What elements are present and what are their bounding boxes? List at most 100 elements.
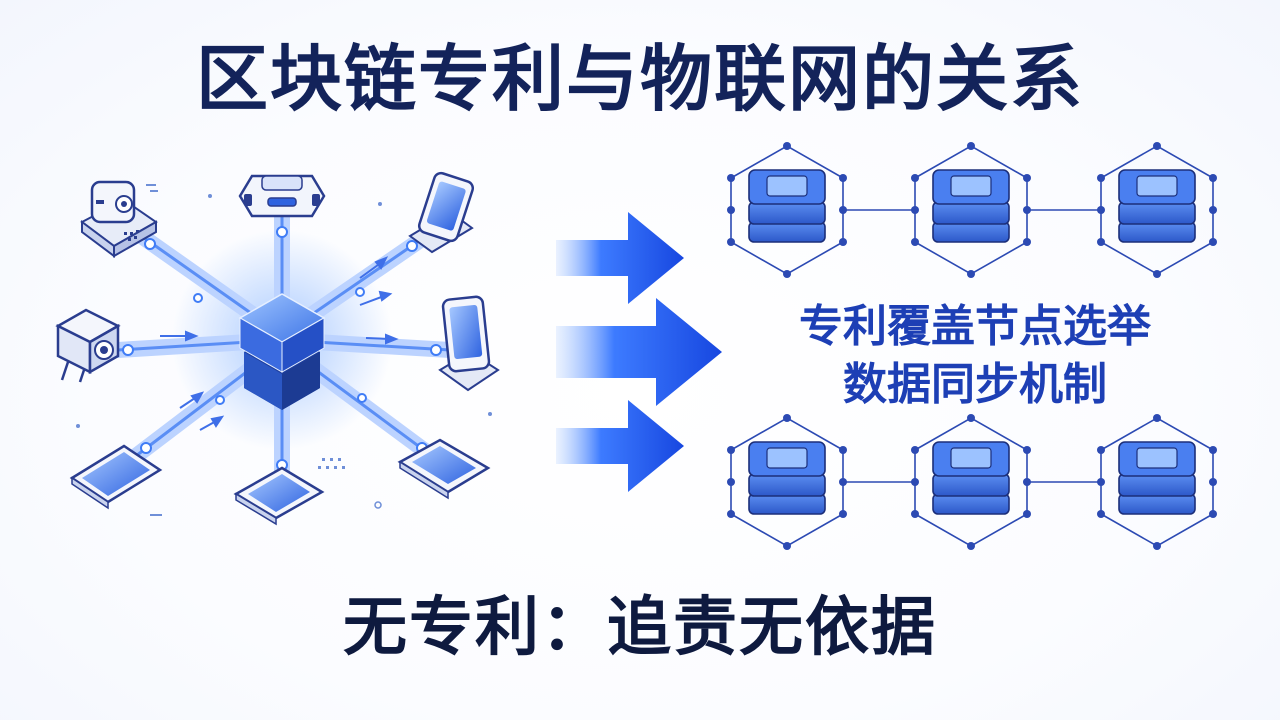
node-mechanism-label: 专利覆盖节点选举 数据同步机制 xyxy=(735,298,1215,414)
hex-vertex xyxy=(967,270,975,278)
vent xyxy=(134,236,137,239)
server-layer xyxy=(748,473,826,497)
server-stack-node-icon xyxy=(911,414,1031,550)
server-layer xyxy=(748,201,826,225)
camera-icon xyxy=(80,180,158,258)
hex-vertex xyxy=(1097,446,1105,454)
decor-dot xyxy=(322,458,325,461)
hex-vertex xyxy=(1209,238,1217,246)
hex-vertex xyxy=(839,238,847,246)
hex-vertex xyxy=(911,478,919,486)
right-arrow-icon xyxy=(556,212,684,304)
hex-vertex xyxy=(1023,174,1031,182)
beam-node xyxy=(122,344,134,356)
beam-nodes xyxy=(122,226,442,471)
tablet-phone-icon xyxy=(438,295,500,392)
server-top-panel xyxy=(950,447,992,469)
hex-vertex xyxy=(839,510,847,518)
beam-node xyxy=(406,240,418,252)
beam-node xyxy=(144,238,156,250)
server-layer xyxy=(932,221,1010,243)
hex-vertex xyxy=(911,510,919,518)
hex-vertex xyxy=(839,446,847,454)
server-layer xyxy=(932,493,1010,515)
right-arrow-icon xyxy=(378,290,393,302)
hex-vertex xyxy=(727,510,735,518)
hex-vertex xyxy=(1209,206,1217,214)
hex-vertex xyxy=(911,238,919,246)
right-arrow-icon xyxy=(185,330,199,342)
hex-vertex xyxy=(1023,206,1031,214)
router-port xyxy=(312,194,320,206)
decor-dot xyxy=(208,194,212,198)
seccam-lens-dot xyxy=(100,346,108,354)
server-layer xyxy=(932,201,1010,225)
hub-lower-left xyxy=(244,352,282,410)
hex-vertex xyxy=(1097,510,1105,518)
decor-dot xyxy=(318,466,321,469)
hex-vertex xyxy=(1097,238,1105,246)
hex-vertex xyxy=(1023,238,1031,246)
phone-edge xyxy=(399,460,449,500)
right-arrow-icon xyxy=(374,256,389,270)
right-arrow-icon xyxy=(385,333,399,345)
hub-right xyxy=(281,317,325,373)
hex-vertex xyxy=(1023,510,1031,518)
camera-slot xyxy=(96,200,104,204)
router-port xyxy=(244,194,252,206)
hex-vertex xyxy=(967,142,975,150)
decor-dot xyxy=(330,458,333,461)
beam-node xyxy=(355,287,365,297)
camera-lens-dot xyxy=(121,201,127,207)
hex-vertex xyxy=(967,414,975,422)
hex-vertex xyxy=(1153,270,1161,278)
decor-dot xyxy=(378,202,382,206)
label-line-1: 专利覆盖节点选举 xyxy=(799,301,1151,352)
hex-vertex xyxy=(967,542,975,550)
right-arrow-icon xyxy=(556,400,684,492)
iot-network xyxy=(55,171,500,526)
server-layer xyxy=(1118,201,1196,225)
hex-vertex xyxy=(1153,142,1161,150)
security-camera-icon xyxy=(55,308,121,383)
server-layer xyxy=(748,493,826,515)
device-vents xyxy=(124,230,139,241)
transition-arrows xyxy=(556,212,722,492)
hex-vertex xyxy=(911,446,919,454)
server-stack-node-icon xyxy=(1097,414,1217,550)
hex-vertex xyxy=(1097,478,1105,486)
router-body xyxy=(238,174,326,218)
decor-dot xyxy=(342,466,345,469)
hex-vertex xyxy=(1023,446,1031,454)
seccam-leg xyxy=(78,369,86,383)
server-stack-node-icon xyxy=(727,414,847,550)
router-light xyxy=(267,197,297,207)
hex-vertex xyxy=(839,478,847,486)
server-layer xyxy=(932,473,1010,497)
tablet-screen xyxy=(449,304,483,360)
hex-vertex xyxy=(1209,478,1217,486)
phone-screen xyxy=(412,446,476,484)
hex-vertex xyxy=(911,206,919,214)
hex-vertex xyxy=(1209,510,1217,518)
hex-vertex xyxy=(783,414,791,422)
vent xyxy=(128,238,131,241)
server-top-panel xyxy=(1136,447,1178,469)
conclusion-text: 无专利：追责无依据 xyxy=(343,591,937,665)
decor-dots xyxy=(76,184,492,516)
beam-node xyxy=(193,293,203,303)
page-title: 区块链专利与物联网的关系 xyxy=(195,37,1084,121)
blockchain-hub-cube-icon xyxy=(238,293,326,410)
decor-dash xyxy=(150,190,158,192)
beam-node xyxy=(140,442,152,454)
hex-vertex xyxy=(727,446,735,454)
tablet-edge xyxy=(71,476,109,510)
decor-dot xyxy=(326,466,329,469)
server-top-panel xyxy=(766,447,808,469)
hex-vertex xyxy=(839,174,847,182)
hex-vertex xyxy=(1097,174,1105,182)
server-layer xyxy=(1118,493,1196,515)
hex-vertex xyxy=(783,270,791,278)
